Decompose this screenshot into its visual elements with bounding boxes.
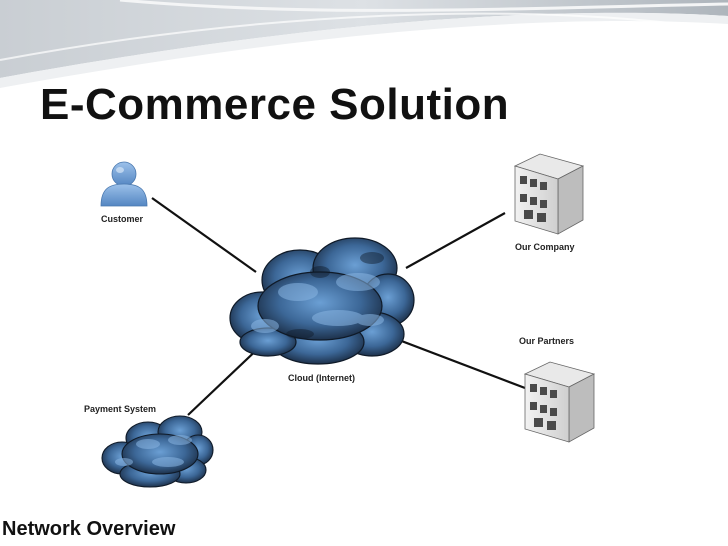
edge-customer-cloud	[151, 197, 257, 273]
payment-label: Payment System	[84, 404, 156, 414]
company-label: Our Company	[515, 242, 575, 252]
customer-label: Customer	[101, 214, 144, 224]
building-icon	[513, 153, 585, 235]
cloud-label: Cloud (Internet)	[288, 373, 355, 383]
edge-company-cloud	[405, 212, 506, 269]
building-icon	[523, 361, 596, 443]
header-swoosh	[0, 0, 728, 88]
slide-caption: Network Overview	[2, 518, 176, 540]
cloud-icon	[229, 237, 415, 365]
user-icon	[100, 161, 148, 207]
slide-title: E-Commerce Solution	[40, 80, 510, 129]
cloud-icon	[101, 415, 214, 488]
partners-label: Our Partners	[519, 336, 574, 346]
